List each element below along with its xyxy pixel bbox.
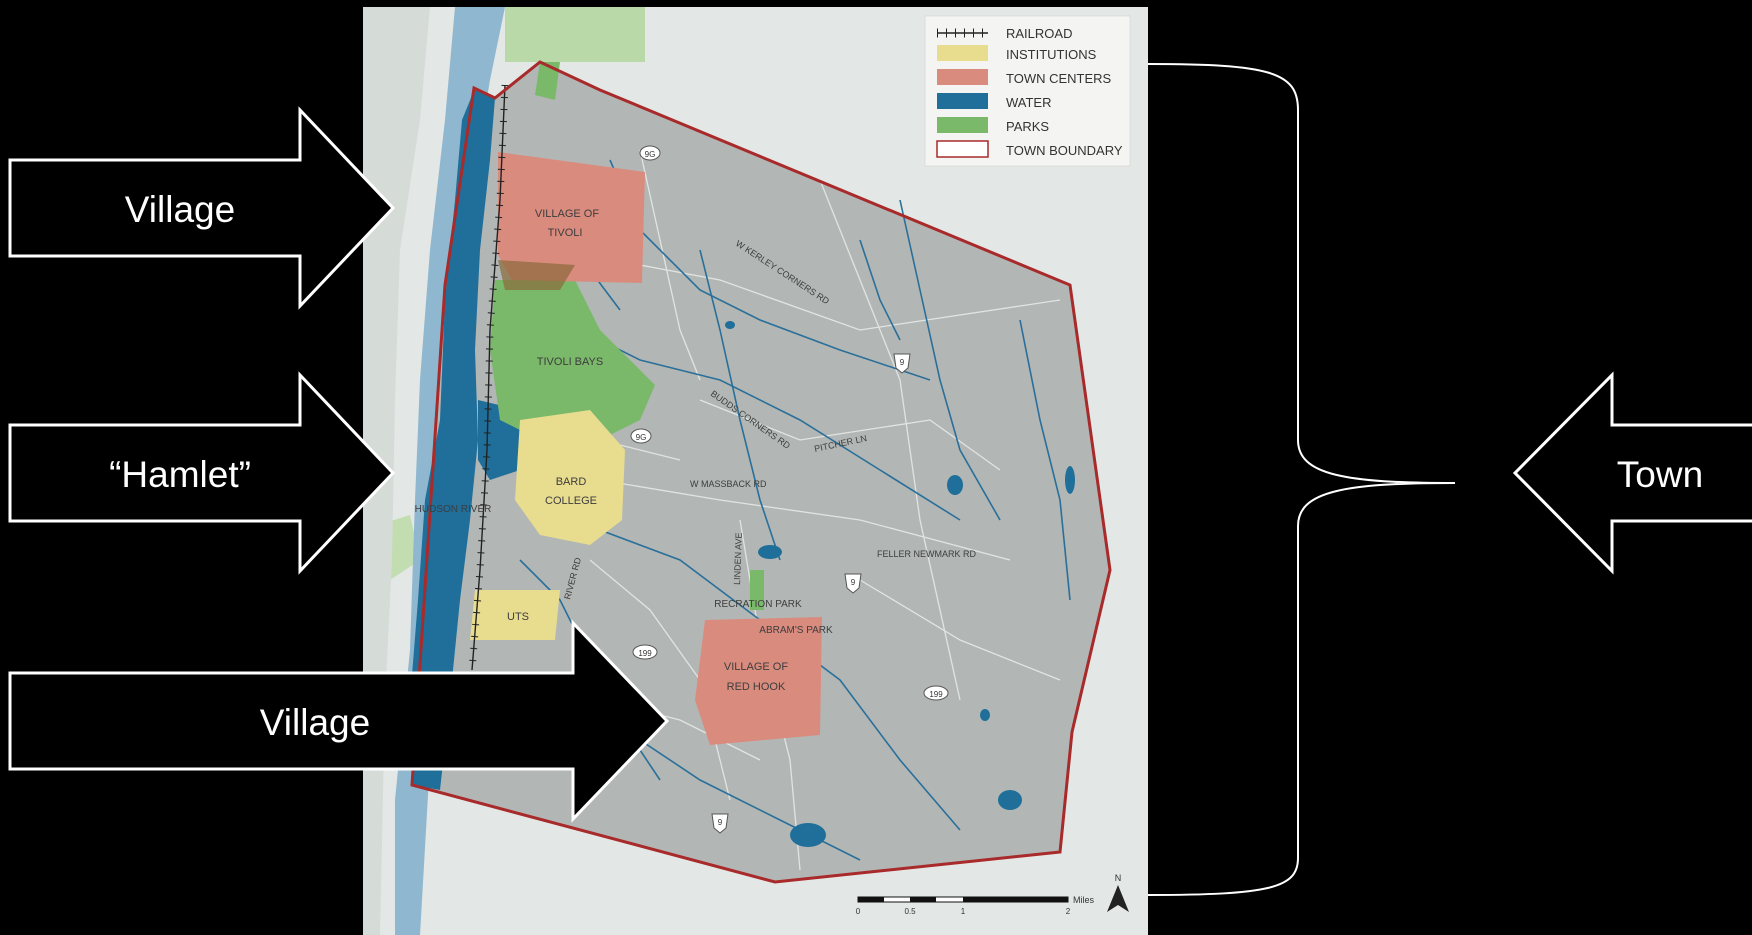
svg-text:199: 199 <box>638 649 652 658</box>
route-shield-9-upper: 9 <box>893 353 911 374</box>
label-tivoli-2: TIVOLI <box>548 227 583 239</box>
svg-text:2: 2 <box>1066 907 1071 916</box>
label-tivoli-1: VILLAGE OF <box>535 208 599 220</box>
route-shield-199-right: 199 <box>923 685 949 701</box>
arrow-right-shape <box>8 619 670 823</box>
ponds <box>725 321 1075 847</box>
svg-text:WATER: WATER <box>1006 95 1052 110</box>
route-shield-9-mid: 9 <box>844 573 862 594</box>
svg-text:INSTITUTIONS: INSTITUTIONS <box>1006 47 1097 62</box>
tivoli-bays-park <box>490 280 655 440</box>
scale-bar: 0 0.5 1 2 Miles <box>856 895 1095 916</box>
railroad-line <box>471 84 506 671</box>
village-of-red-hook-area <box>695 617 822 745</box>
route-shield-9g-mid: 9G <box>630 428 652 444</box>
svg-text:9: 9 <box>718 818 723 827</box>
village-of-tivoli-area <box>498 152 645 283</box>
label-recreation-park: RECRATION PARK <box>714 599 802 610</box>
bard-college-area <box>515 410 625 545</box>
callout-village-bottom: Village <box>8 619 670 823</box>
route-shield-9-low: 9 <box>711 813 729 834</box>
label-red-hook-2: RED HOOK <box>727 681 786 693</box>
route-shield-199-left: 199 <box>632 644 658 660</box>
callout-village-bottom-label: Village <box>260 702 370 743</box>
arrow-left-shape <box>1512 371 1752 575</box>
svg-text:9G: 9G <box>645 150 656 159</box>
svg-text:199: 199 <box>929 690 943 699</box>
svg-text:PARKS: PARKS <box>1006 119 1049 134</box>
park-north <box>535 62 560 100</box>
label-red-hook-1: VILLAGE OF <box>724 661 788 673</box>
svg-text:Miles: Miles <box>1073 895 1095 905</box>
legend-parks: PARKS <box>937 117 1049 134</box>
arrow-right-shape <box>8 106 396 310</box>
outside-park-north <box>505 7 645 62</box>
hudson-river-water <box>410 88 495 790</box>
road-label-massback: W MASSBACK RD <box>690 479 767 489</box>
map-panel: W KERLEY CORNERS RD BUDDS CORNERS RD PIT… <box>363 7 1148 935</box>
road-label-feller: FELLER NEWMARK RD <box>877 549 977 559</box>
callout-village-top: Village <box>8 106 396 310</box>
tivoli-brown-patch <box>498 260 575 290</box>
label-tivoli-bays: TIVOLI BAYS <box>537 356 603 368</box>
label-bard-2: COLLEGE <box>545 495 597 507</box>
callout-town: Town <box>1512 371 1752 575</box>
svg-text:0: 0 <box>856 907 861 916</box>
legend-railroad: RAILROAD <box>937 26 1072 41</box>
svg-text:9: 9 <box>851 578 856 587</box>
svg-text:9: 9 <box>900 358 905 367</box>
legend-town-boundary: TOWN BOUNDARY <box>936 140 1123 158</box>
legend-water: WATER <box>937 93 1052 110</box>
svg-text:0.5: 0.5 <box>904 907 916 916</box>
svg-text:1: 1 <box>961 907 966 916</box>
svg-text:RAILROAD: RAILROAD <box>1006 26 1072 41</box>
label-bard-1: BARD <box>556 476 587 488</box>
legend: RAILROAD INSTITUTIONS TOWN CENTERS WATER… <box>924 15 1131 167</box>
road-label-linden: LINDEN AVE <box>732 532 744 585</box>
arrow-right-shape <box>8 371 396 575</box>
svg-text:TOWN CENTERS: TOWN CENTERS <box>1006 71 1112 86</box>
callout-town-label: Town <box>1617 454 1703 495</box>
recreation-park-area <box>750 570 764 610</box>
brace-icon <box>1147 63 1456 896</box>
svg-text:N: N <box>1115 873 1122 883</box>
north-arrow-icon: N <box>1107 873 1129 912</box>
callout-village-top-label: Village <box>125 189 235 230</box>
legend-town-centers: TOWN CENTERS <box>937 69 1112 86</box>
legend-institutions: INSTITUTIONS <box>937 45 1097 62</box>
callout-hamlet-label: “Hamlet” <box>109 454 251 495</box>
uts-area <box>470 590 560 640</box>
label-hudson-river: HUDSON RIVER <box>415 504 492 515</box>
svg-text:9G: 9G <box>636 433 647 442</box>
route-shield-9g-top: 9G <box>639 145 661 161</box>
callout-hamlet: “Hamlet” <box>8 371 396 575</box>
label-abrams-park: ABRAM'S PARK <box>759 625 833 636</box>
label-uts: UTS <box>507 611 529 623</box>
svg-text:TOWN BOUNDARY: TOWN BOUNDARY <box>1006 143 1123 158</box>
town-boundary-line <box>410 60 1112 884</box>
